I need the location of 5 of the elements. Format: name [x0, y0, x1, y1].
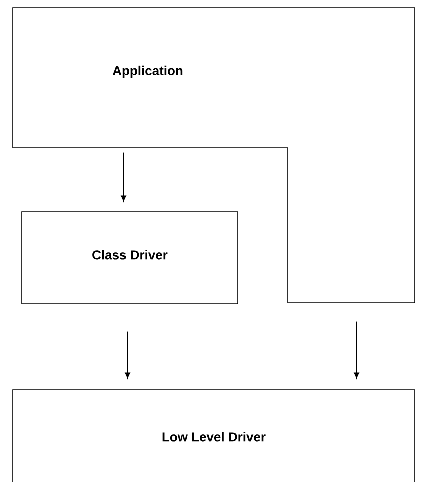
driver-box: Low Level Driver [12, 390, 416, 482]
arrow [125, 331, 130, 379]
arrow [354, 321, 360, 379]
driver-box: Class Driver [22, 212, 238, 304]
arrow [121, 152, 126, 202]
